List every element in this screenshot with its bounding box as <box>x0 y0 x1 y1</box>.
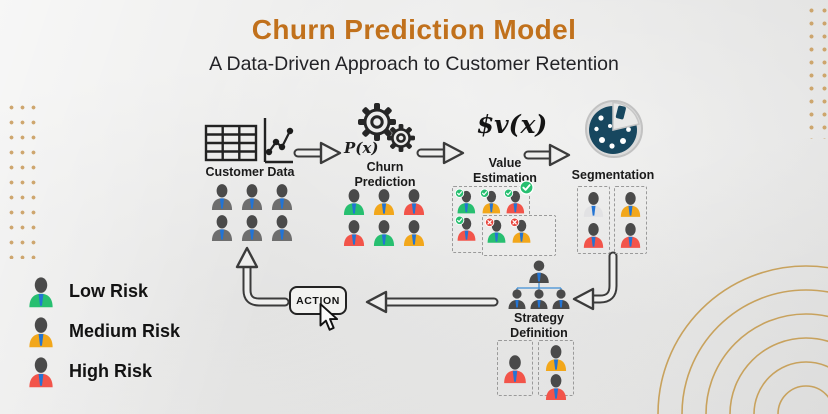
label-customer-data: Customer Data <box>205 165 295 179</box>
person-icon-gray <box>239 213 265 242</box>
label-value-estimation: Value Estimation <box>473 156 537 185</box>
value-formula: $v(x) <box>476 110 548 139</box>
label-strategy-definition: Strategy Definition <box>510 311 568 340</box>
person-icon-yellow-check <box>479 188 503 214</box>
customer-people-grid <box>209 182 297 241</box>
legend-item-low-risk: Low Risk <box>26 272 148 310</box>
page-subtitle: A Data-Driven Approach to Customer Reten… <box>209 53 619 75</box>
person-icon-red-check <box>504 188 527 214</box>
legend-label-high-risk: High Risk <box>69 360 153 381</box>
person-icon-red <box>618 221 643 249</box>
customer-data-icon <box>204 118 294 164</box>
person-icon-white <box>581 190 606 218</box>
action-button[interactable]: ACTION <box>289 286 347 315</box>
page-title: Churn Prediction Model <box>251 14 577 45</box>
segment-box-a <box>577 186 610 254</box>
org-chart-icon <box>508 260 570 309</box>
churned-row <box>483 216 555 243</box>
person-icon-red <box>341 218 367 247</box>
person-icon-green <box>371 218 397 247</box>
legend-icon-high-risk <box>26 355 56 388</box>
person-icon-gray <box>209 182 235 211</box>
person-icon-green-x <box>484 217 508 243</box>
arrow-left-to-action <box>365 290 499 314</box>
person-icon-gray <box>209 213 235 242</box>
churn-formula: P(x) <box>344 139 379 157</box>
arrow-right-1 <box>293 141 342 165</box>
arrow-right-2 <box>416 141 465 165</box>
person-icon-gray <box>239 182 265 211</box>
legend-item-medium-risk: Medium Risk <box>26 312 180 350</box>
arrow-up-loop <box>235 246 290 307</box>
person-icon-red <box>26 355 56 388</box>
gold-dot-grid-left <box>3 96 40 259</box>
legend-item-high-risk: High Risk <box>26 352 152 390</box>
gears-icon <box>358 103 415 152</box>
person-icon-red <box>581 221 606 249</box>
person-icon-red <box>401 187 427 216</box>
label-segmentation: Segmentation <box>571 168 655 182</box>
legend-label-medium-risk: Medium Risk <box>69 320 181 341</box>
gold-dot-grid-right <box>801 0 828 139</box>
person-icon-green <box>341 187 367 216</box>
person-icon-red <box>501 353 529 384</box>
person-icon-yellow <box>543 343 569 372</box>
arrow-down-left <box>572 251 618 311</box>
label-churn-prediction: Churn Prediction <box>354 160 416 189</box>
churned-customers-box <box>482 215 556 256</box>
person-icon-green <box>26 275 56 308</box>
strategy-group-a <box>497 340 533 396</box>
cursor-icon <box>319 303 339 331</box>
person-icon-red <box>543 372 569 401</box>
legend-icon-medium-risk <box>26 315 56 348</box>
check-badge <box>519 180 534 195</box>
person-icon-yellow <box>618 190 643 218</box>
person-icon-gray <box>269 213 295 242</box>
person-icon-gray <box>269 182 295 211</box>
strategy-group-b <box>538 340 574 400</box>
person-icon-green-check <box>454 188 478 214</box>
retained-row-2 <box>453 214 529 241</box>
gold-rings-decoration <box>657 265 828 414</box>
person-icon-yellow <box>401 218 427 247</box>
churn-people-grid <box>341 187 429 246</box>
segmentation-icon <box>585 100 643 158</box>
person-icon-yellow-x <box>509 217 533 243</box>
segment-box-b <box>614 186 647 254</box>
retained-row-1 <box>453 187 529 214</box>
legend-label-low-risk: Low Risk <box>69 280 149 301</box>
person-icon-red-check <box>454 215 478 241</box>
person-icon-yellow <box>371 187 397 216</box>
person-icon-yellow <box>26 315 56 348</box>
legend-icon-low-risk <box>26 275 56 308</box>
